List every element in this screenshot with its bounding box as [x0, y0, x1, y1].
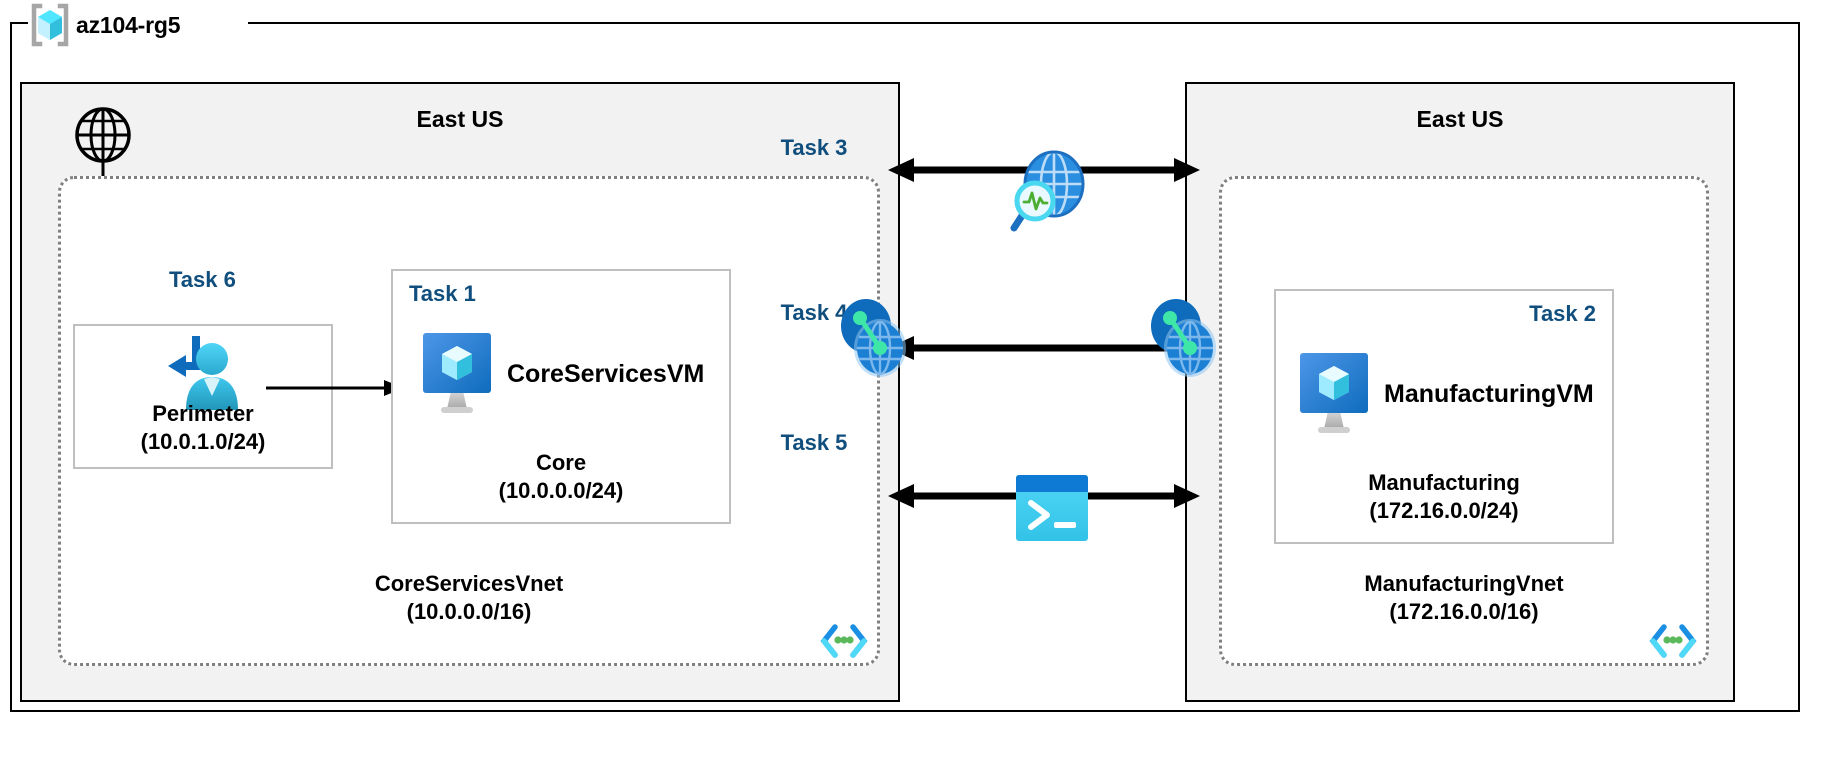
vnet-peering-icon-left: [838, 296, 910, 382]
resource-group-name: az104-rg5: [76, 11, 181, 38]
subnet-core-caption: Core (10.0.0.0/24): [393, 449, 729, 504]
subnet-code-icon: [1649, 623, 1697, 659]
subnet-perimeter: Perimeter (10.0.1.0/24): [73, 324, 333, 469]
vnet-coreservices-caption: CoreServicesVnet (10.0.0.0/16): [61, 570, 877, 625]
resource-group-frame: [10, 22, 1800, 712]
subnet-perimeter-cidr: (10.0.1.0/24): [140, 428, 266, 454]
bastion-to-core-arrow: [266, 377, 406, 399]
subnet-perimeter-name: Perimeter: [152, 401, 254, 426]
network-watcher-icon: [1005, 148, 1089, 234]
task-label-1: Task 1: [409, 281, 476, 306]
vnet-peering-icon-right: [1148, 296, 1220, 382]
vm-coreservicesvm: CoreServicesVM: [421, 331, 704, 417]
subnet-manufacturing-name: Manufacturing: [1368, 470, 1520, 495]
bastion-user-icon: [160, 336, 244, 416]
subnet-manufacturing-cidr: (172.16.0.0/24): [1369, 497, 1519, 523]
vm-coreservicesvm-name: CoreServicesVM: [507, 359, 705, 388]
vnet-manufacturing-cidr: (172.16.0.0/16): [1389, 598, 1539, 624]
vnet-manufacturing-name: ManufacturingVnet: [1364, 571, 1564, 596]
subnet-core: Task 1: [391, 269, 731, 524]
globe-internet-icon: [74, 106, 132, 164]
vm-manufacturingvm: ManufacturingVM: [1298, 351, 1594, 437]
virtual-machine-icon: [1298, 351, 1370, 437]
connector-label-task-3: Task 3: [780, 135, 848, 160]
connector-label-task-4: Task 4: [780, 300, 848, 325]
subnet-code-icon: [820, 623, 868, 659]
region-title-right: East US: [1416, 106, 1504, 132]
connector-label-task-5: Task 5: [780, 430, 848, 455]
vnet-coreservices-cidr: (10.0.0.0/16): [406, 598, 532, 624]
task-label-6: Task 6: [169, 267, 236, 292]
region-box-east-us-left: East US Task 6: [20, 82, 900, 702]
vnet-coreservices: Task 6: [58, 176, 880, 666]
region-box-east-us-right: East US Task 2: [1185, 82, 1735, 702]
subnet-manufacturing-caption: Manufacturing (172.16.0.0/24): [1276, 469, 1612, 524]
vm-manufacturingvm-name: ManufacturingVM: [1384, 379, 1594, 408]
region-title-left: East US: [416, 106, 504, 132]
subnet-manufacturing: Task 2: [1274, 289, 1614, 544]
subnet-perimeter-caption: Perimeter (10.0.1.0/24): [75, 400, 331, 455]
vnet-manufacturing-caption: ManufacturingVnet (172.16.0.0/16): [1222, 570, 1706, 625]
resource-group-cube-icon: [30, 3, 70, 47]
cloud-shell-terminal-icon: [1014, 473, 1090, 543]
vnet-manufacturing: Task 2: [1219, 176, 1709, 666]
task-label-2: Task 2: [1529, 301, 1596, 326]
vnet-coreservices-name: CoreServicesVnet: [374, 571, 564, 596]
subnet-core-name: Core: [535, 450, 587, 475]
subnet-core-cidr: (10.0.0.0/24): [498, 477, 624, 503]
virtual-machine-icon: [421, 331, 493, 417]
resource-group-label: az104-rg5: [30, 3, 181, 47]
